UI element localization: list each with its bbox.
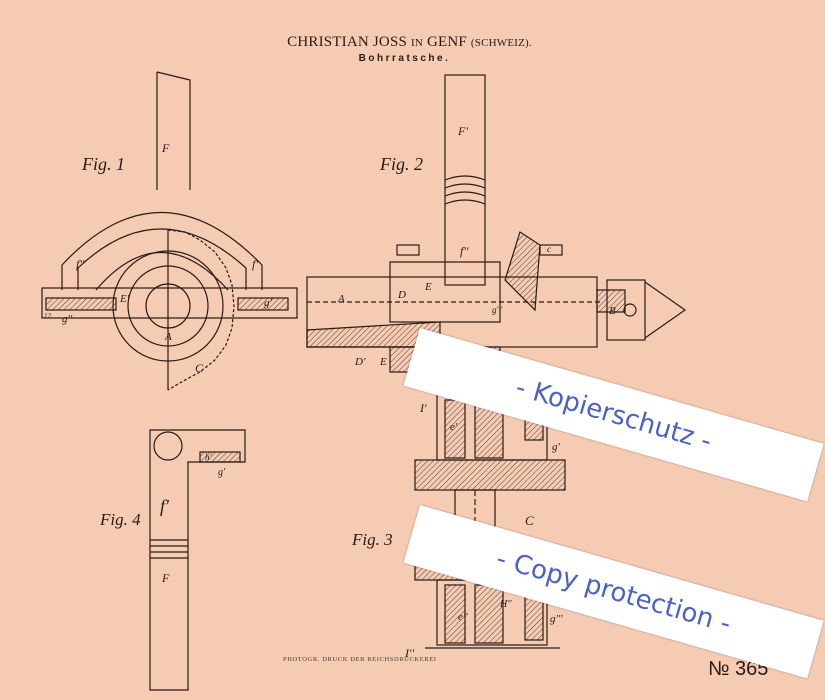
fig1-label-g1: g' bbox=[264, 297, 273, 309]
country: (SCHWEIZ). bbox=[470, 37, 532, 49]
fig1-title: Fig. 1 bbox=[81, 154, 125, 174]
fig2-label-D: D bbox=[397, 289, 406, 301]
fig2-label-g3: g''' bbox=[492, 305, 503, 315]
fig2-label-B: B bbox=[609, 305, 616, 317]
fig4-label-f1: f' bbox=[160, 496, 170, 516]
fig3-label-H2: H'' bbox=[499, 599, 512, 610]
invention-title: Bohrratsche. bbox=[358, 53, 451, 64]
fig1-label-g2: g'' bbox=[62, 313, 73, 325]
fig2-label-E: E bbox=[424, 281, 432, 293]
fig1-label-C: C bbox=[195, 361, 204, 375]
figure-2: Fig. 2 F' f'' D E A B c D' E g''' bbox=[306, 74, 687, 373]
fig1-label-12: 12 bbox=[44, 312, 52, 320]
fig1-label-E1: E' bbox=[119, 293, 130, 305]
printer-imprint: PHOTOGR. DRUCK DER REICHSDRUCKEREI bbox=[283, 656, 437, 663]
fig3-label-I2: I'' bbox=[404, 646, 415, 660]
inventor-name: CHRISTIAN JOSS bbox=[287, 34, 408, 50]
fig2-label-D1: D' bbox=[354, 356, 366, 368]
fig4-label-F: F bbox=[161, 571, 170, 585]
fig2-label-c: c bbox=[547, 244, 551, 254]
patent-number: № 365 bbox=[708, 658, 769, 680]
fig3-label-C: C bbox=[525, 513, 534, 528]
figure-4: Fig. 4 h' g' f' F bbox=[99, 429, 246, 691]
fig1-label-F: F bbox=[161, 141, 170, 155]
fig3-label-e1: e' bbox=[450, 421, 458, 433]
fig1-label-A: A bbox=[164, 331, 172, 343]
fig2-label-A: A bbox=[337, 293, 345, 305]
fig2-label-F1: F' bbox=[457, 124, 468, 138]
patent-title: CHRISTIAN JOSS IN GENF (SCHWEIZ). bbox=[0, 34, 822, 51]
fig2-label-f2: f'' bbox=[460, 244, 469, 258]
fig4-title: Fig. 4 bbox=[99, 510, 141, 529]
fig1-label-f1: f' bbox=[252, 257, 258, 271]
figure-1: Fig. 1 F f'' f' E' A C g'' g' 12 bbox=[41, 71, 298, 391]
fig3-label-g3: g''' bbox=[550, 613, 563, 625]
fig3-label-e2: e'' bbox=[458, 611, 468, 623]
fig2-title: Fig. 2 bbox=[379, 154, 423, 174]
fig4-label-g1: g' bbox=[218, 467, 226, 478]
fig3-title: Fig. 3 bbox=[351, 530, 393, 549]
city: GENF bbox=[426, 34, 467, 50]
in-word: IN bbox=[411, 37, 424, 49]
fig2-label-E2: E bbox=[379, 356, 387, 368]
fig3-label-g1: g' bbox=[552, 441, 561, 453]
fig3-label-I1: I' bbox=[419, 401, 427, 415]
fig1-label-f2: f'' bbox=[76, 257, 85, 271]
fig4-label-h1: h' bbox=[205, 452, 213, 462]
